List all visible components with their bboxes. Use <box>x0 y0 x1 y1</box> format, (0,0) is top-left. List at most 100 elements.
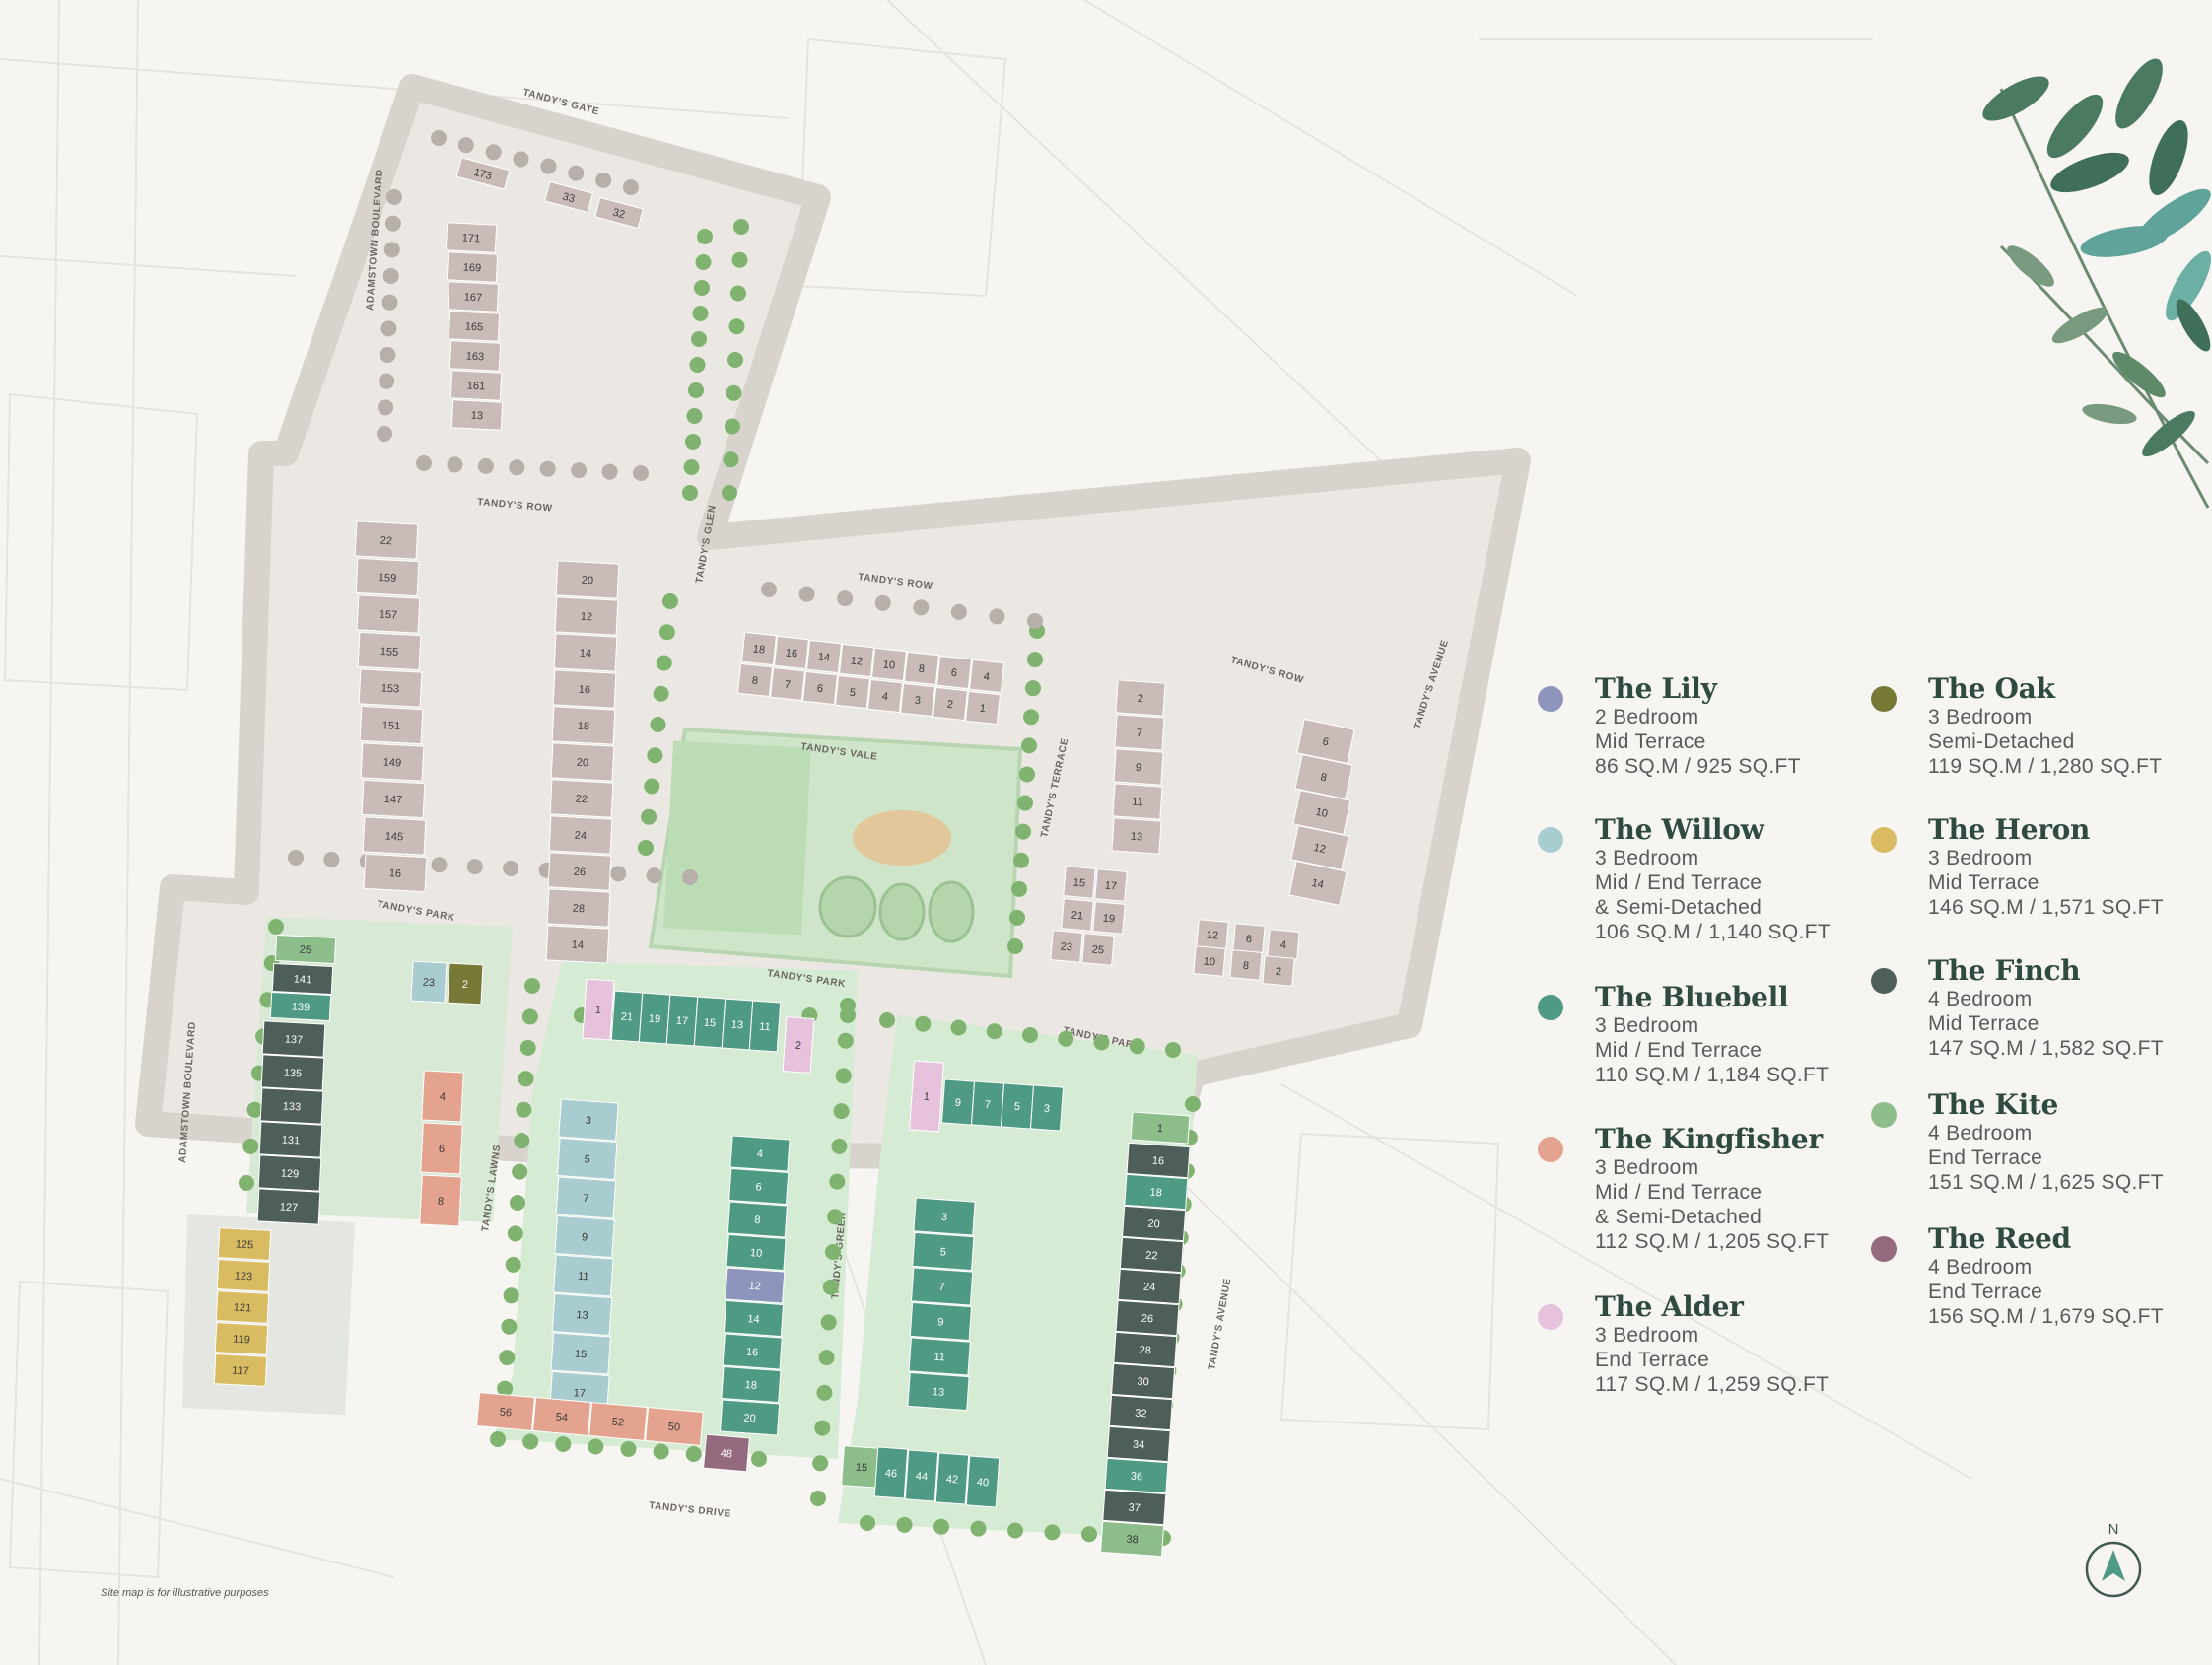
unit-existing[interactable]: 171 <box>445 222 498 253</box>
unit-existing[interactable]: 13 <box>450 399 504 431</box>
unit-kingfisher[interactable]: 50 <box>645 1407 704 1446</box>
unit-existing[interactable]: 24 <box>548 815 613 855</box>
unit-existing[interactable]: 20 <box>555 560 620 599</box>
unit-existing[interactable]: 12 <box>838 643 875 678</box>
unit-bluebell[interactable]: 5 <box>912 1231 975 1272</box>
unit-bluebell[interactable]: 3 <box>1029 1084 1065 1132</box>
unit-bluebell[interactable]: 15 <box>693 996 726 1049</box>
unit-bluebell[interactable]: 13 <box>721 998 754 1051</box>
unit-existing[interactable]: 10 <box>870 647 908 682</box>
unit-existing[interactable]: 14 <box>545 925 610 964</box>
unit-oak[interactable]: 2 <box>447 962 484 1006</box>
unit-existing[interactable]: 5 <box>834 674 871 710</box>
i => (i === 12 ? 'unit-kite' : (i === 1 || i === 10 ? 'unit-bluebell' : 'unit-finch'))[interactable]: 22 <box>1119 1236 1184 1274</box>
unit-existing[interactable]: 157 <box>356 594 421 634</box>
i => (i === 4 ? 'unit-lily' : 'unit-bluebell')[interactable]: 10 <box>726 1233 787 1272</box>
unit-willow[interactable]: 23 <box>410 960 448 1004</box>
unit-bluebell[interactable]: 13 <box>907 1371 970 1412</box>
i => (i === 4 ? 'unit-lily' : 'unit-bluebell')[interactable]: 20 <box>720 1399 781 1436</box>
unit-bluebell[interactable]: 9 <box>909 1301 973 1342</box>
unit-existing[interactable]: 18 <box>740 631 778 666</box>
unit-existing[interactable]: 173 <box>455 157 511 190</box>
unit-existing[interactable]: 1 <box>964 690 1002 726</box>
unit-existing[interactable]: 7 <box>1114 714 1165 751</box>
unit-finch[interactable]: 131 <box>258 1121 323 1158</box>
unit-existing[interactable]: 161 <box>449 370 503 401</box>
i => (i === 4 ? 'unit-lily' : 'unit-bluebell')[interactable]: 6 <box>728 1167 790 1206</box>
unit-existing[interactable]: 26 <box>547 852 612 891</box>
unit-existing[interactable]: 2 <box>932 686 969 722</box>
unit-kingfisher[interactable]: 54 <box>532 1397 591 1436</box>
unit-existing[interactable]: 14 <box>805 639 843 674</box>
unit-existing[interactable]: 22 <box>549 779 614 818</box>
unit-bluebell[interactable]: 40 <box>965 1455 1001 1508</box>
unit-existing[interactable]: 14 <box>1288 860 1348 907</box>
unit-existing[interactable]: 12 <box>554 596 619 636</box>
unit-bluebell[interactable]: 17 <box>665 994 699 1047</box>
unit-bluebell[interactable]: 9 <box>940 1078 976 1126</box>
unit-bluebell[interactable]: 44 <box>904 1449 939 1502</box>
unit-alder[interactable]: 1 <box>909 1060 944 1133</box>
i => (i === 4 ? 'unit-lily' : 'unit-bluebell')[interactable]: 16 <box>722 1333 783 1370</box>
unit-finch[interactable]: 127 <box>256 1188 321 1225</box>
unit-existing[interactable]: 165 <box>448 311 501 342</box>
unit-existing[interactable]: 8 <box>1229 949 1263 981</box>
unit-existing[interactable]: 25 <box>1081 933 1115 966</box>
i => (i === 4 ? 'unit-lily' : 'unit-bluebell')[interactable]: 4 <box>729 1135 791 1172</box>
i => (i === 12 ? 'unit-kite' : (i === 1 || i === 10 ? 'unit-bluebell' : 'unit-finch'))[interactable]: 36 <box>1104 1457 1169 1494</box>
unit-existing[interactable]: 8 <box>1294 753 1353 800</box>
unit-existing[interactable]: 20 <box>550 742 615 782</box>
unit-existing[interactable]: 4 <box>1267 929 1300 960</box>
unit-bluebell[interactable]: 46 <box>873 1446 909 1499</box>
unit-existing[interactable]: 167 <box>447 281 500 312</box>
unit-existing[interactable]: 10 <box>1193 945 1226 977</box>
unit-existing[interactable]: 16 <box>552 669 617 709</box>
unit-existing[interactable]: 4 <box>968 659 1005 694</box>
i => (i === 12 ? 'unit-kite' : (i === 1 || i === 10 ? 'unit-bluebell' : 'unit-finch'))[interactable]: 16 <box>1126 1142 1191 1179</box>
unit-existing[interactable]: 2 <box>1262 955 1295 987</box>
unit-existing[interactable]: 33 <box>544 180 593 214</box>
unit-bluebell[interactable]: 11 <box>908 1337 971 1376</box>
unit-existing[interactable]: 19 <box>1092 901 1126 935</box>
unit-bluebell[interactable]: 21 <box>610 990 644 1043</box>
unit-existing[interactable]: 17 <box>1094 868 1128 902</box>
unit-kite[interactable]: 15 <box>841 1445 882 1489</box>
unit-willow[interactable]: 5 <box>556 1137 618 1181</box>
unit-willow[interactable]: 9 <box>554 1214 615 1259</box>
i => (i === 12 ? 'unit-kite' : (i === 1 || i === 10 ? 'unit-bluebell' : 'unit-finch'))[interactable]: 32 <box>1108 1394 1173 1431</box>
i => (i === 4 ? 'unit-lily' : 'unit-bluebell')[interactable]: 8 <box>726 1201 788 1238</box>
unit-reed[interactable]: 48 <box>703 1433 750 1473</box>
unit-kingfisher[interactable]: 6 <box>420 1122 463 1175</box>
unit-existing[interactable]: 32 <box>594 196 644 230</box>
i => (i === 12 ? 'unit-kite' : (i === 1 || i === 10 ? 'unit-bluebell' : 'unit-finch'))[interactable]: 30 <box>1111 1362 1176 1400</box>
unit-bluebell[interactable]: 11 <box>748 1000 782 1053</box>
unit-existing[interactable]: 151 <box>359 705 424 745</box>
unit-existing[interactable]: 28 <box>546 888 611 928</box>
unit-existing[interactable]: 9 <box>1113 748 1164 786</box>
unit-kite[interactable]: 25 <box>274 934 337 965</box>
unit-existing[interactable]: 11 <box>1112 783 1163 820</box>
i => (i === 12 ? 'unit-kite' : (i === 1 || i === 10 ? 'unit-bluebell' : 'unit-finch'))[interactable]: 28 <box>1113 1331 1178 1368</box>
unit-existing[interactable]: 6 <box>935 655 973 690</box>
unit-alder[interactable]: 2 <box>782 1016 815 1074</box>
unit-existing[interactable]: 12 <box>1290 824 1349 871</box>
unit-heron[interactable]: 123 <box>216 1259 271 1292</box>
unit-existing[interactable]: 149 <box>360 742 425 782</box>
unit-existing[interactable]: 22 <box>354 520 419 560</box>
unit-finch[interactable]: 133 <box>259 1087 324 1125</box>
unit-bluebell[interactable]: 42 <box>934 1452 970 1505</box>
unit-existing[interactable]: 6 <box>801 670 839 706</box>
unit-finch[interactable]: 141 <box>271 962 334 996</box>
unit-bluebell[interactable]: 7 <box>970 1080 1005 1128</box>
i => (i === 4 ? 'unit-lily' : 'unit-bluebell')[interactable]: 14 <box>723 1299 785 1338</box>
unit-existing[interactable]: 21 <box>1061 898 1094 932</box>
unit-existing[interactable]: 8 <box>736 662 774 698</box>
i => (i === 12 ? 'unit-kite' : (i === 1 || i === 10 ? 'unit-bluebell' : 'unit-finch'))[interactable]: 24 <box>1117 1268 1182 1305</box>
unit-willow[interactable]: 11 <box>553 1254 614 1297</box>
unit-existing[interactable]: 147 <box>361 779 426 819</box>
unit-existing[interactable]: 16 <box>363 853 428 893</box>
unit-finch[interactable]: 137 <box>261 1020 326 1058</box>
i => (i === 4 ? 'unit-lily' : 'unit-bluebell')[interactable]: 12 <box>725 1267 786 1304</box>
i => (i === 12 ? 'unit-kite' : (i === 1 || i === 10 ? 'unit-bluebell' : 'unit-finch'))[interactable]: 26 <box>1115 1299 1180 1337</box>
i => (i === 12 ? 'unit-kite' : (i === 1 || i === 10 ? 'unit-bluebell' : 'unit-finch'))[interactable]: 20 <box>1122 1205 1187 1242</box>
